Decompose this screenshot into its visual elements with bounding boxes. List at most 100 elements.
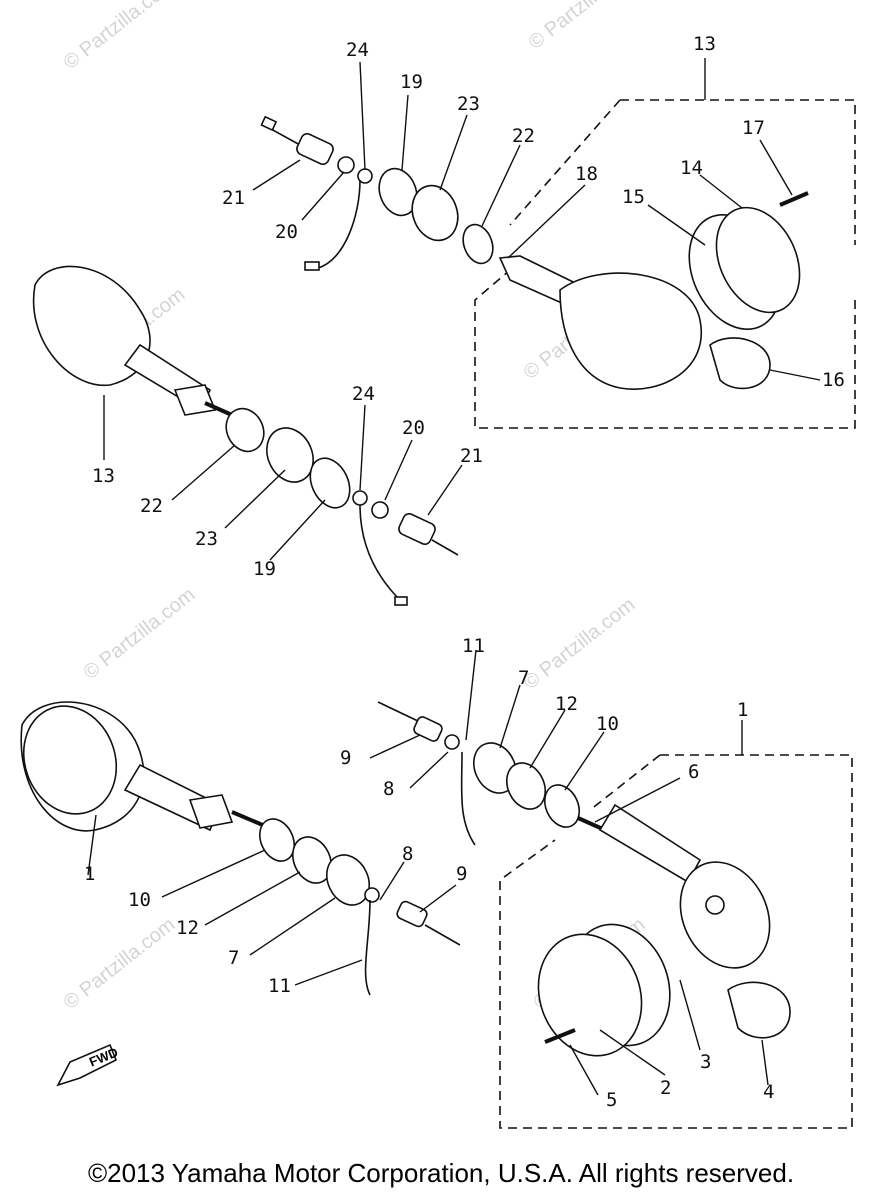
assembly-13-top <box>252 58 856 429</box>
housing-hole <box>705 895 725 915</box>
callout-10: 10 <box>596 713 619 735</box>
callout-19: 19 <box>400 71 423 93</box>
callouts: 13 24 19 23 22 18 17 14 15 21 20 16 13 2… <box>84 33 845 1111</box>
damper-23 <box>411 184 459 242</box>
washer-22-left <box>225 407 265 453</box>
screw-17 <box>779 191 809 207</box>
washer-7-top <box>473 742 517 794</box>
nut-8-left <box>364 887 380 903</box>
watermark: © Partzilla.com <box>60 0 180 74</box>
callout-7: 7 <box>518 667 529 689</box>
ground-wire <box>317 179 361 269</box>
callout-24: 24 <box>346 39 369 61</box>
assembly-13-middle <box>32 265 463 606</box>
group-box-13-lower <box>474 269 856 429</box>
lamp-housing-13 <box>559 272 703 390</box>
callout-12: 12 <box>176 917 199 939</box>
callout-21: 21 <box>460 445 483 467</box>
washer-20-left <box>371 501 389 519</box>
washer-22 <box>462 223 494 265</box>
assembly-1-bottom: FWD <box>20 649 853 1129</box>
callout-24: 24 <box>352 383 375 405</box>
washer-7-left <box>326 854 370 906</box>
callout-4: 4 <box>763 1081 774 1103</box>
copyright-notice: ©2013 Yamaha Motor Corporation, U.S.A. A… <box>87 1158 795 1188</box>
callout-1: 1 <box>737 699 748 721</box>
watermark: © Partzilla.com <box>60 914 180 1014</box>
callout-23: 23 <box>457 93 480 115</box>
callout-5: 5 <box>606 1089 617 1111</box>
stem-boot-left <box>188 794 234 829</box>
callout-8: 8 <box>402 843 413 865</box>
watermark: © Partzilla.com <box>520 594 640 694</box>
sleeve-9-top <box>413 716 443 742</box>
rubber-sleeve-21 <box>296 133 334 165</box>
group-box-13 <box>620 99 856 245</box>
washer-19 <box>378 167 418 217</box>
wire-lead-br <box>377 701 421 723</box>
housing-right <box>679 861 771 969</box>
stem-right <box>598 803 702 884</box>
callout-9: 9 <box>456 863 467 885</box>
bulb-16 <box>709 337 771 390</box>
lens-2 <box>537 933 643 1057</box>
wire-terminal-left <box>394 596 408 606</box>
callout-6: 6 <box>688 761 699 783</box>
callout-7: 7 <box>228 947 239 969</box>
damper-12-top <box>505 762 547 810</box>
bulb-4 <box>727 981 791 1039</box>
callout-16: 16 <box>822 369 845 391</box>
callout-18: 18 <box>575 163 598 185</box>
callout-13: 13 <box>693 33 716 55</box>
ground-wire-left <box>359 504 401 601</box>
callout-2: 2 <box>660 1077 671 1099</box>
watermark: © Partzilla.com <box>525 0 645 54</box>
washer-10-left <box>258 818 296 862</box>
wire-lead-left <box>431 539 459 556</box>
group-box-1 <box>499 754 853 1129</box>
damper-23-left <box>266 427 314 483</box>
callout-11: 11 <box>462 635 485 657</box>
sleeve-9-left <box>396 900 428 928</box>
fwd-arrow: FWD <box>56 1043 120 1087</box>
callout-3: 3 <box>700 1051 711 1073</box>
callout-10: 10 <box>128 889 151 911</box>
nut-8-top <box>444 734 460 750</box>
callout-12: 12 <box>555 693 578 715</box>
callout-15: 15 <box>622 186 645 208</box>
washer-19-left <box>309 457 351 509</box>
callout-22: 22 <box>140 495 163 517</box>
stem-boot <box>173 384 217 416</box>
callout-21: 21 <box>222 187 245 209</box>
group-box-13-diag <box>509 99 621 226</box>
rubber-sleeve-21-left <box>398 513 436 545</box>
washer-20 <box>337 156 355 174</box>
callout-22: 22 <box>512 125 535 147</box>
callout-20: 20 <box>402 417 425 439</box>
group-box-1-diag <box>589 754 661 811</box>
ground-wire-11-left <box>364 899 371 996</box>
callout-8: 8 <box>383 778 394 800</box>
callout-23: 23 <box>195 528 218 550</box>
callout-1: 1 <box>84 863 95 885</box>
callout-14: 14 <box>680 157 703 179</box>
damper-12-left <box>291 836 333 884</box>
ground-wire-11-top <box>460 751 476 846</box>
callout-13: 13 <box>92 465 115 487</box>
lens-left <box>22 705 118 815</box>
watermark: © Partzilla.com <box>80 584 200 684</box>
callout-9: 9 <box>340 747 351 769</box>
wire-lead-bl <box>424 924 461 946</box>
nut-24-left <box>352 490 368 506</box>
washer-10-top <box>543 784 581 828</box>
callout-19: 19 <box>253 558 276 580</box>
threaded-stud <box>204 401 233 417</box>
rim-14 <box>715 206 801 314</box>
connector <box>260 115 278 132</box>
wire-terminal <box>304 261 320 271</box>
callout-20: 20 <box>275 221 298 243</box>
callout-17: 17 <box>742 117 765 139</box>
screw-5 <box>544 1028 576 1044</box>
threaded-stud-left <box>231 810 266 828</box>
